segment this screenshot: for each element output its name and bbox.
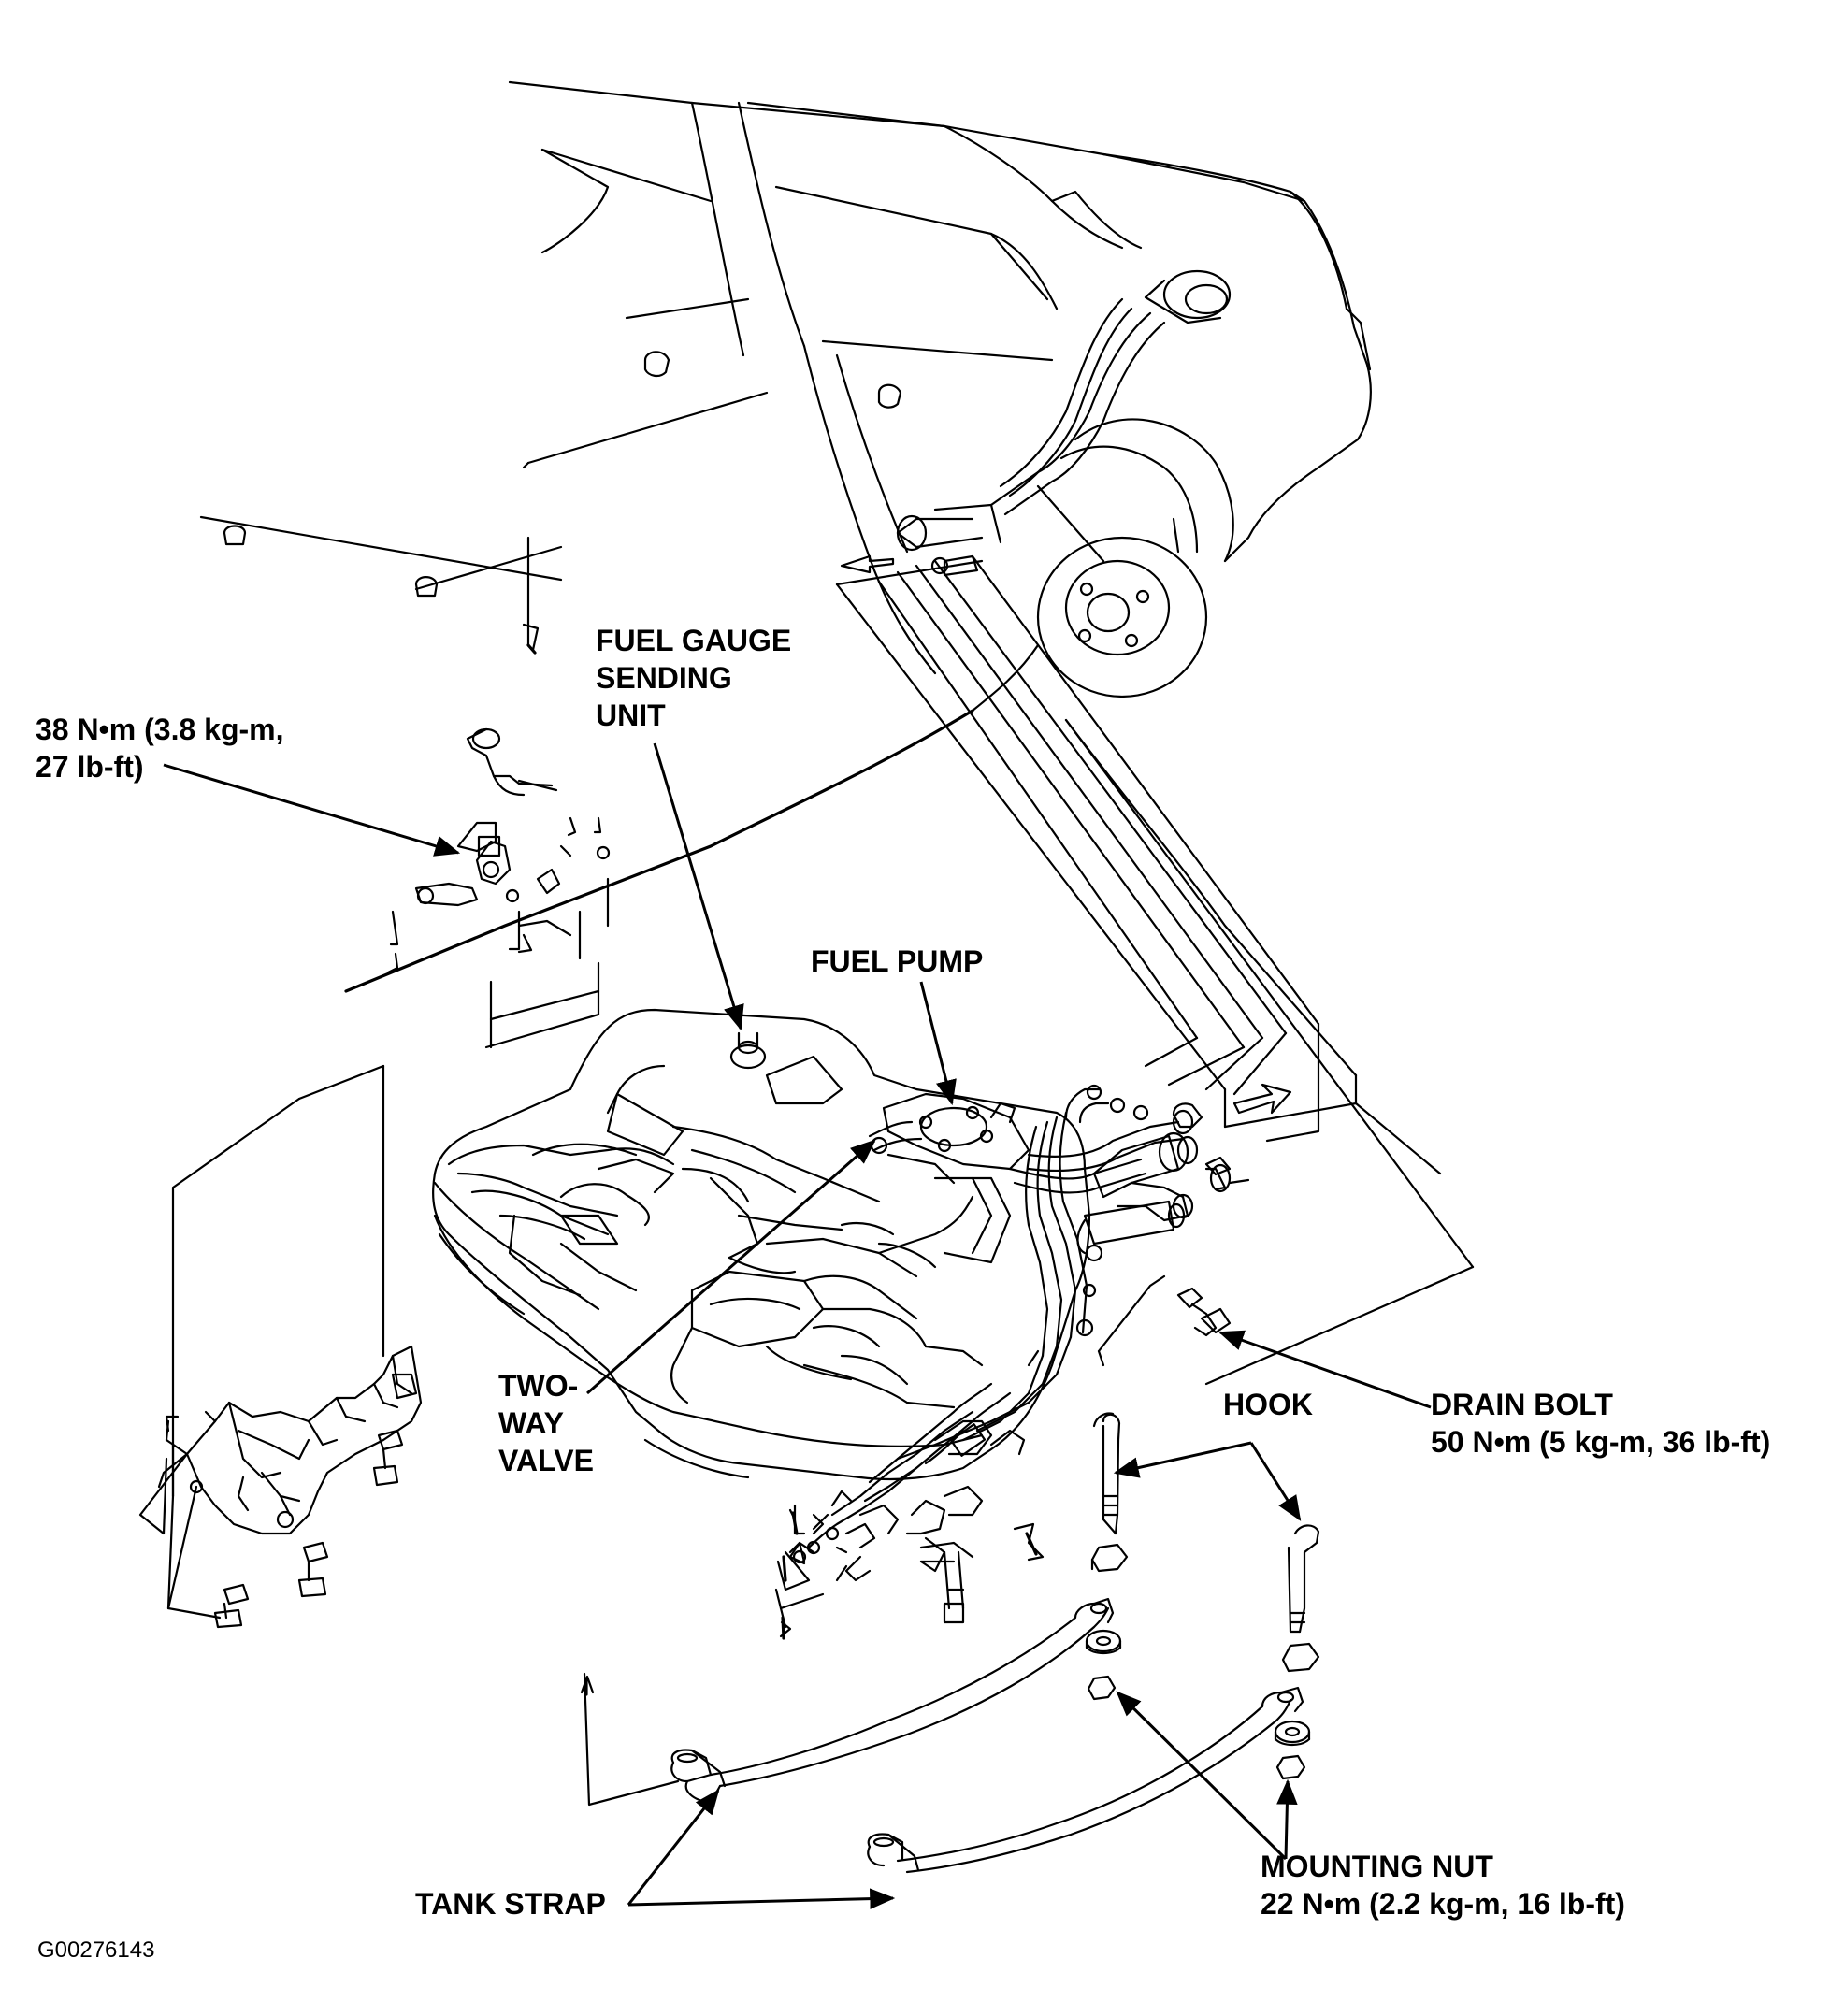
label-fuel-gauge-line2: SENDING — [596, 661, 732, 695]
label-two-way-line2: WAY — [498, 1406, 564, 1440]
leader-drain-bolt — [1218, 1330, 1432, 1409]
label-torque-38-line1: 38 N•m (3.8 kg-m, — [36, 713, 284, 746]
label-drain-bolt-line2: 50 N•m (5 kg-m, 36 lb-ft) — [1431, 1425, 1771, 1459]
leader-hook-right — [1249, 1442, 1302, 1521]
filler-neck-lines — [835, 297, 1475, 1386]
label-drain-bolt: DRAIN BOLT 50 N•m (5 kg-m, 36 lb-ft) — [1431, 1386, 1770, 1461]
floor-panel-lines — [199, 515, 563, 655]
label-fuel-gauge-sending-unit: FUEL GAUGE SENDING UNIT — [596, 622, 791, 734]
label-fuel-gauge-line1: FUEL GAUGE — [596, 624, 792, 657]
label-mounting-nut: MOUNTING NUT 22 N•m (2.2 kg-m, 16 lb-ft) — [1261, 1848, 1625, 1922]
figure-code: G00276143 — [37, 1937, 155, 1963]
vent-hardware — [386, 727, 611, 1049]
label-fuel-gauge-line3: UNIT — [596, 698, 666, 732]
leader-mounting-nut-right — [1276, 1778, 1298, 1860]
straps-hooks — [580, 1412, 1320, 1874]
label-torque-38-line2: 27 lb-ft) — [36, 750, 144, 784]
label-fuel-pump: FUEL PUMP — [811, 944, 984, 978]
leader-fuel-pump — [919, 981, 957, 1106]
leader-mounting-nut-left — [1116, 1691, 1288, 1861]
label-torque-38: 38 N•m (3.8 kg-m, 27 lb-ft) — [36, 711, 284, 785]
leader-hook-left — [1113, 1441, 1252, 1478]
leader-torque-38 — [163, 763, 461, 857]
label-mounting-nut-line1: MOUNTING NUT — [1261, 1850, 1493, 1883]
drain-bolt — [1097, 1274, 1232, 1367]
car-body — [344, 80, 1372, 993]
label-mounting-nut-line2: 22 N•m (2.2 kg-m, 16 lb-ft) — [1261, 1887, 1625, 1921]
label-two-way-valve: TWO- WAY VALVE — [498, 1367, 594, 1479]
leader-two-way-valve — [586, 1139, 876, 1395]
label-hook: HOOK — [1223, 1388, 1313, 1421]
fuel-tank — [432, 1008, 1292, 1624]
label-tank-strap: TANK STRAP — [415, 1887, 606, 1921]
heat-shield — [138, 1064, 423, 1629]
leader-tank-strap-upper — [627, 1789, 720, 1906]
leader-tank-strap-lower — [627, 1888, 896, 1909]
label-drain-bolt-line1: DRAIN BOLT — [1431, 1388, 1613, 1421]
lower-left-fittings — [774, 1490, 1045, 1640]
label-two-way-line1: TWO- — [498, 1369, 579, 1403]
leader-lines — [163, 742, 1432, 1909]
label-two-way-line3: VALVE — [498, 1444, 594, 1477]
leader-fuel-gauge — [653, 742, 744, 1031]
